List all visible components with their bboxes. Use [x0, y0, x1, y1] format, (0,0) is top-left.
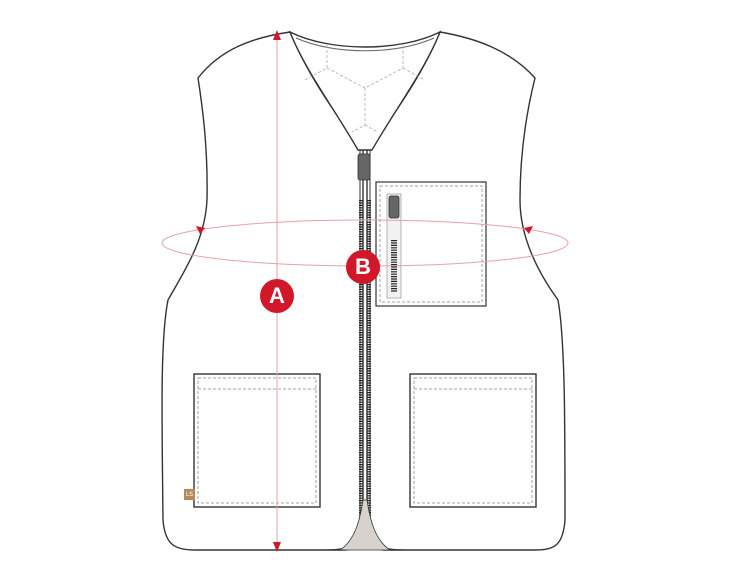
- measurement-marker-b: B: [346, 250, 380, 284]
- hem-gusset: [338, 499, 392, 551]
- arrow-down-icon: [273, 542, 281, 552]
- pocket-zipper-pull-icon: [388, 195, 400, 219]
- arrow-left-icon: [196, 226, 205, 234]
- collar-lining: [288, 30, 442, 151]
- arrow-right-icon: [524, 226, 533, 234]
- measurement-marker-a: A: [260, 279, 294, 313]
- quilting-pattern: [304, 45, 426, 133]
- zipper-pull-icon: [357, 153, 371, 181]
- brand-label-tag: LS: [184, 489, 195, 500]
- chest-pocket: [375, 181, 487, 307]
- left-pocket: [193, 373, 321, 508]
- marker-a-label: A: [269, 283, 285, 308]
- arrow-up-icon: [273, 30, 281, 40]
- right-pocket: [409, 373, 537, 508]
- marker-b-label: B: [355, 254, 371, 279]
- brand-label-text: LS: [185, 491, 194, 498]
